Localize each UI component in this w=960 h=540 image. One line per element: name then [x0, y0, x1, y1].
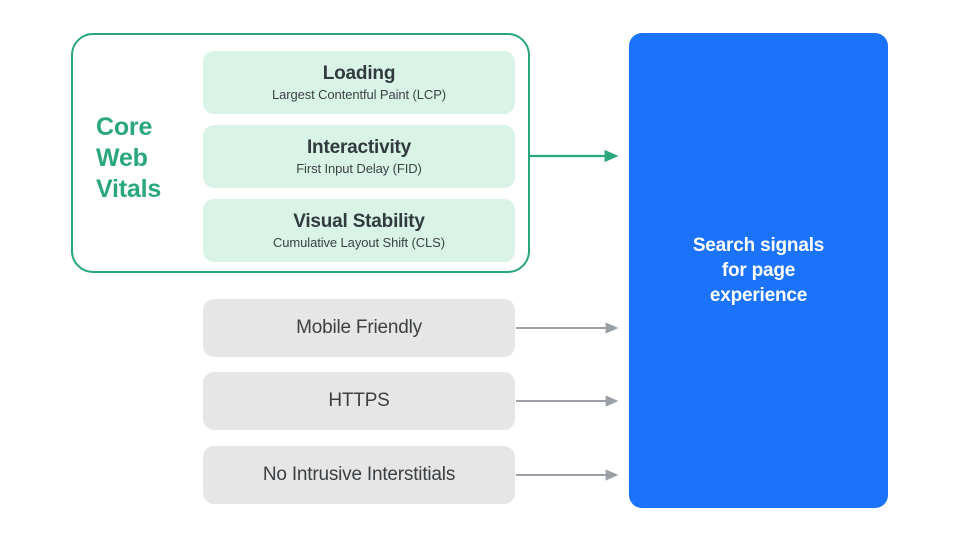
- core-web-vitals-group: [71, 33, 530, 273]
- signal-card-mobile-friendly: Mobile Friendly: [203, 299, 515, 357]
- signal-label: No Intrusive Interstitials: [262, 464, 456, 485]
- metric-subtitle: First Input Delay (FID): [296, 161, 422, 176]
- metric-title: Loading: [322, 63, 396, 84]
- metric-card-loading: Loading Largest Contentful Paint (LCP): [203, 51, 515, 114]
- search-signals-panel: Search signals for page experience: [629, 33, 888, 508]
- metric-title: Visual Stability: [293, 211, 425, 232]
- metric-subtitle: Cumulative Layout Shift (CLS): [273, 235, 445, 250]
- search-signals-panel-text: Search signals for page experience: [692, 235, 825, 306]
- metric-subtitle: Largest Contentful Paint (LCP): [271, 87, 447, 102]
- signal-card-no-intrusive-interstitials: No Intrusive Interstitials: [203, 446, 515, 504]
- signal-card-https: HTTPS: [203, 372, 515, 430]
- metric-card-visual-stability: Visual Stability Cumulative Layout Shift…: [203, 199, 515, 262]
- metric-title: Interactivity: [306, 137, 412, 158]
- core-web-vitals-label: Core Web Vitals: [96, 113, 162, 203]
- signal-label: HTTPS: [328, 390, 390, 411]
- metric-card-interactivity: Interactivity First Input Delay (FID): [203, 125, 515, 188]
- signal-label: Mobile Friendly: [296, 317, 422, 338]
